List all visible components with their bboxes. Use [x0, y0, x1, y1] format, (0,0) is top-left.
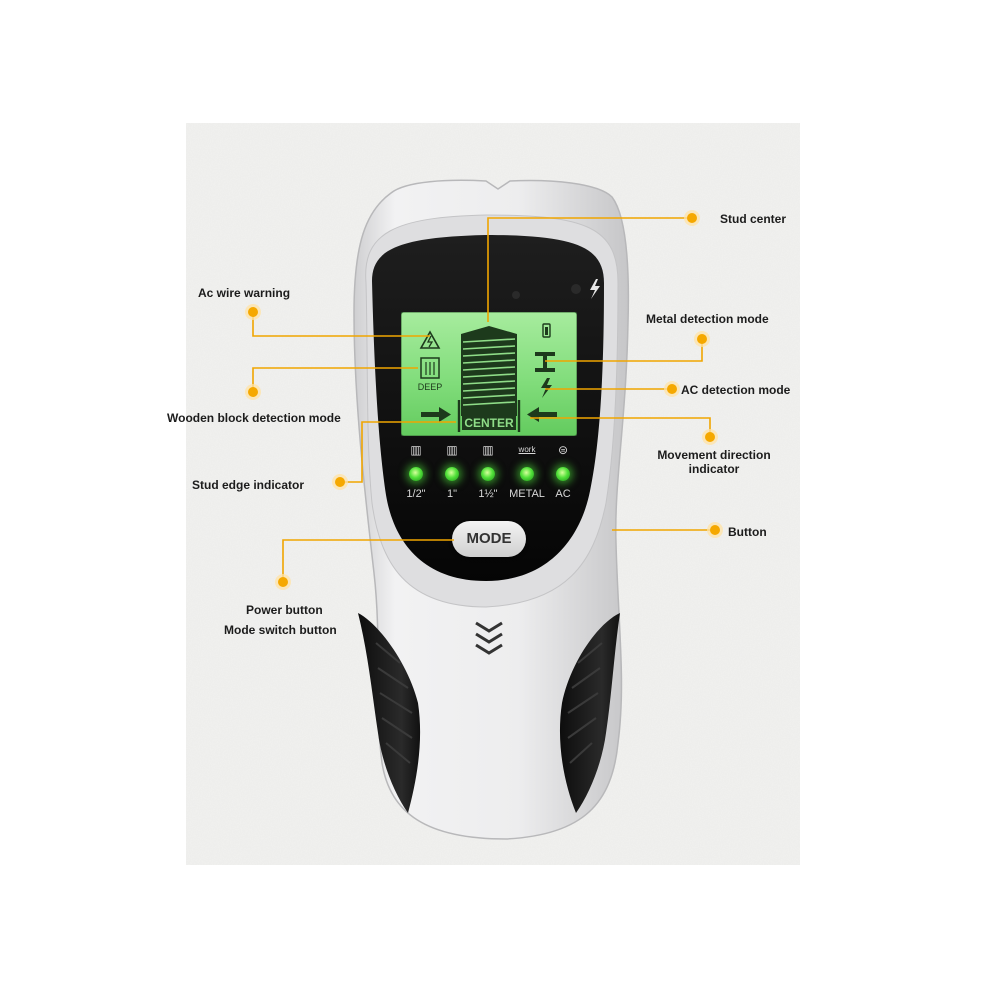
label-stud-edge-indicator: Stud edge indicator — [192, 478, 305, 492]
led-label: AC — [555, 488, 571, 500]
stud-signal-bars — [461, 326, 517, 416]
wood-block-icon: ▥ — [482, 443, 494, 457]
speaker-grill-icon — [475, 621, 503, 655]
led-ac: ⊜ AC — [543, 440, 583, 500]
ac-warning-icon — [419, 330, 441, 349]
led-metal: work METAL — [507, 440, 547, 500]
ac-mode-lcd-icon — [541, 378, 552, 398]
work-icon: work — [518, 445, 536, 454]
lcd-screen: CENTER DEEP — [401, 312, 577, 436]
led-label: 1" — [446, 488, 458, 500]
label-mode-switch-button: Mode switch button — [224, 623, 337, 637]
label-line: indicator — [688, 462, 740, 476]
lcd-deep-label: DEEP — [418, 382, 443, 392]
label-line: Movement direction — [657, 448, 771, 462]
led-one-inch: ▥ 1" — [432, 440, 472, 500]
label-wooden-block-detection-mode: Wooden block detection mode — [167, 411, 341, 425]
led-label: 1/2" — [406, 488, 426, 500]
label-metal-detection-mode: Metal detection mode — [646, 312, 769, 326]
label-ac-detection-mode: AC detection mode — [681, 383, 791, 397]
led-light — [445, 467, 459, 481]
wood-block-icon: ▥ — [410, 443, 422, 457]
led-one-half-inch: ▥ 1½" — [468, 440, 508, 500]
label-stud-center: Stud center — [720, 212, 787, 226]
sensor-dot — [512, 291, 520, 299]
led-light — [520, 467, 534, 481]
label-ac-wire-warning: Ac wire warning — [198, 286, 291, 300]
battery-icon — [542, 323, 551, 338]
left-grip — [358, 613, 421, 813]
ac-wave-icon: ⊜ — [557, 443, 569, 457]
led-light — [556, 467, 570, 481]
label-button: Button — [728, 525, 767, 539]
led-label: METAL — [509, 488, 545, 500]
led-light — [409, 467, 423, 481]
left-direction-arrow — [421, 407, 451, 422]
led-half-inch: ▥ 1/2" — [396, 440, 436, 500]
lcd-center-label: CENTER — [464, 416, 514, 430]
deep-wood-icon — [420, 357, 440, 379]
led-light — [481, 467, 495, 481]
ac-sensor-dot — [571, 284, 581, 294]
mode-button[interactable]: MODE — [452, 521, 526, 557]
grip-ridges — [375, 642, 603, 764]
label-power-button: Power button — [246, 603, 323, 617]
wood-block-icon: ▥ — [446, 443, 458, 457]
label-movement-direction-indicator: Movement direction indicator — [652, 448, 776, 476]
right-grip — [559, 613, 620, 813]
led-label: 1½" — [478, 488, 498, 500]
mode-indicator-leds: ▥ 1/2" ▥ 1" ▥ 1½" work METAL ⊜ AC — [396, 440, 586, 510]
